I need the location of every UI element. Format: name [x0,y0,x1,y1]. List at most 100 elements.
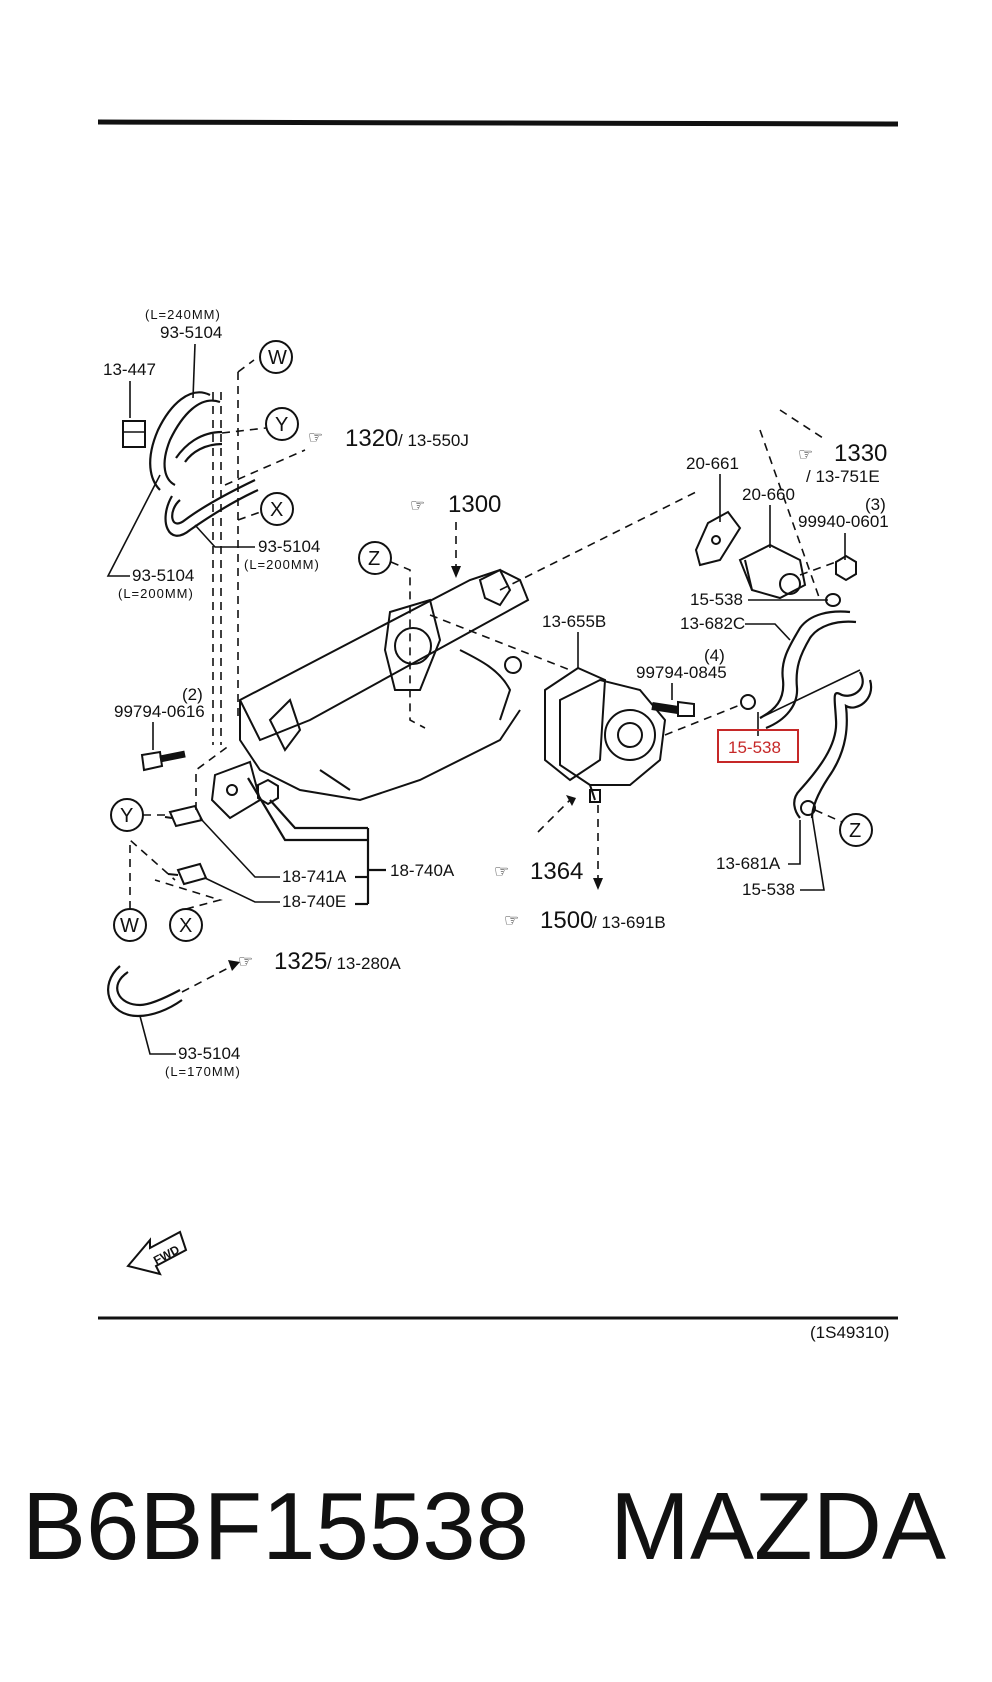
hose-681a-link [759,669,861,719]
svg-text:1325: 1325 [274,948,327,975]
hose-200a [164,479,259,537]
sensor-18741a-label: 18-741A [282,867,347,886]
hose-240-length: (L=240MM) [145,307,221,322]
hose-170-label: 93-5104 [178,1044,240,1063]
svg-text:/ 13-550J: / 13-550J [398,431,469,450]
dash-to-1320 [224,449,306,486]
sensor-18740e-label: 18-740E [282,892,346,911]
circle-ref-y-bottom: Y [110,798,144,832]
svg-text:1330: 1330 [834,440,887,467]
nut-99940-qty: (3) [865,495,886,514]
nut-99940-label: 99940-0601 [798,512,889,531]
svg-text:1364: 1364 [530,858,583,885]
callout-1330: ☞ 1330 / 13-751E [798,440,887,486]
circle-ref-w-top: W [259,340,293,374]
dash-x-top [237,509,267,521]
part-number: B6BF15538 [22,1473,530,1580]
dash-nut [799,561,837,576]
sensor-18740e-leader [204,877,280,903]
svg-text:X: X [179,915,192,937]
svg-text:1320: 1320 [345,425,398,452]
hose-13682c-label: 13-682C [680,614,745,633]
svg-text:☞: ☞ [238,952,253,971]
dash-manifold-to-valve [499,489,701,591]
sensor-18741a-leader [199,817,280,878]
top-rule [97,119,899,127]
valve-20660-label: 20-660 [742,485,795,504]
svg-text:/ 13-751E: / 13-751E [806,467,880,486]
dash-w-top [237,359,255,373]
arrow-1325 [228,960,240,971]
sensor-18741a-plate [210,760,262,820]
svg-text:W: W [120,915,139,937]
bolt-99794-0616 [140,750,186,772]
clamp-15538-top-label: 15-538 [690,590,743,609]
svg-text:X: X [270,499,283,521]
circle-ref-z-right: Z [839,813,873,847]
clamp-15538-highlight-label: 15-538 [728,738,781,757]
hose-240-label: 93-5104 [160,323,222,342]
arrow-1300 [451,566,461,578]
callout-1325: ☞ 1325 / 13-280A [238,948,401,975]
hose-200a-length: (L=200MM) [244,557,320,572]
dash-z-manifold [390,561,426,729]
hose-200b-leader [106,474,161,577]
svg-text:Z: Z [849,820,861,842]
hose-200b-label: 93-5104 [132,566,194,585]
sensor-nut [257,778,279,806]
hose-13681a [793,671,873,819]
callout-1320: ☞ 1320 / 13-550J [308,425,469,452]
hose-13681a-label: 13-681A [716,854,781,873]
dash-manifold-to-pump [429,614,571,671]
diagram-ref-code: (1S49310) [810,1323,889,1342]
bolt-99794-0845 [651,700,695,717]
dash-x-bottom [154,879,223,910]
bolt-99794-0616-qty: (2) [182,685,203,704]
hose-200a-label: 93-5104 [258,537,320,556]
hose-170-length: (L=170MM) [165,1064,241,1079]
hose-240-leader [192,343,196,399]
hose-13682c [759,610,857,730]
hose-200a-leader [194,524,255,548]
nut-99940 [835,554,857,582]
hose-200b-length: (L=200MM) [118,586,194,601]
hose-13682c-leader [745,623,791,641]
svg-text:☞: ☞ [308,428,323,447]
svg-text:/ 13-280A: / 13-280A [327,954,401,973]
clamp-15538-top [825,593,841,607]
svg-text:Z: Z [368,548,380,570]
gasket-20661-label: 20-661 [686,454,739,473]
clamp-15538-bottom [800,800,816,816]
svg-text:1300: 1300 [448,491,501,518]
bolt-99794-0845-qty: (4) [704,646,725,665]
bolt-99794-0845-label: 99794-0845 [636,663,727,682]
dash-y-top [221,427,267,434]
group-18740a-label: 18-740A [390,861,455,880]
valve-20660 [738,543,807,600]
group-18740a-bracket [247,777,386,906]
svg-text:/ 13-691B: / 13-691B [592,913,666,932]
svg-text:1500: 1500 [540,907,593,934]
brand-name: MAZDA [610,1473,946,1580]
svg-text:W: W [268,347,287,369]
intake-manifold [238,568,530,802]
circle-ref-x-bottom: X [169,908,203,942]
gasket-13655b [544,666,607,782]
dash-to-1325 [181,965,233,993]
callout-1364: ☞ 1364 [494,858,583,885]
highlight-box [717,729,799,763]
clamp-15538-highlight [740,694,756,710]
dash-1330-diag [779,409,827,441]
arrow-1364 [566,795,576,806]
hose-170 [107,965,183,1018]
callout-1500: ☞ 1500 / 13-691B [504,907,666,934]
clip-13447-label: 13-447 [103,360,156,379]
gasket-20661 [694,510,742,567]
circle-ref-z-left: Z [358,541,392,575]
svg-text:Y: Y [120,805,133,827]
circle-ref-w-bottom: W [113,908,147,942]
clamp-bottom-leader [800,814,825,891]
svg-text:☞: ☞ [410,496,425,515]
dash-valve-bolt [759,429,821,601]
